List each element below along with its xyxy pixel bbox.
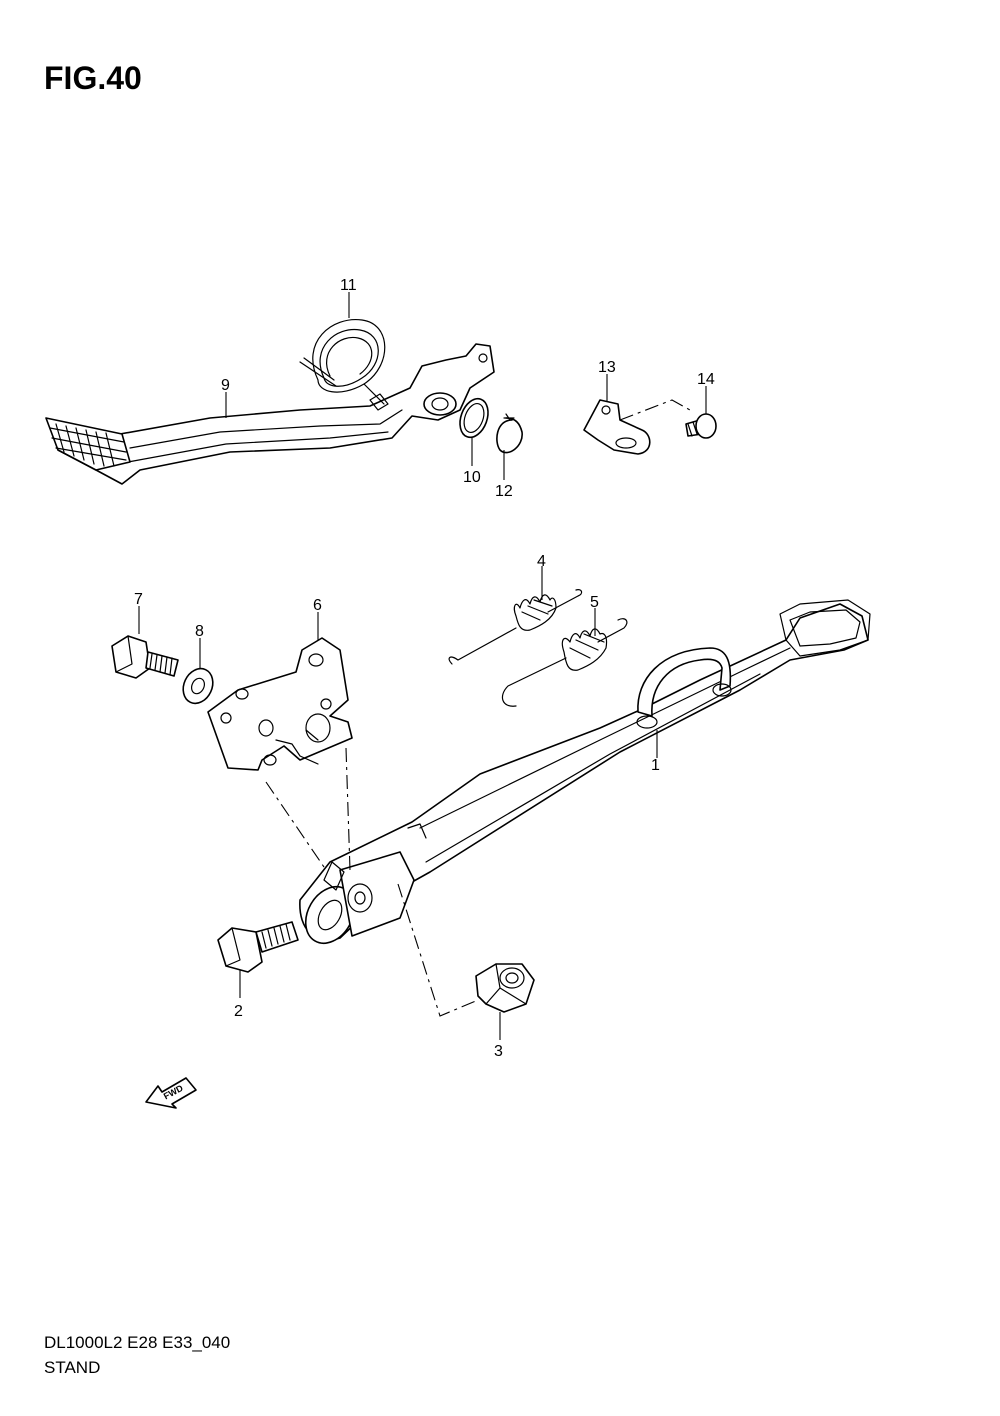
bolt-7-part bbox=[111, 635, 179, 679]
washer-8-part bbox=[182, 667, 214, 705]
callout-11: 11 bbox=[340, 277, 357, 294]
callout-6: 6 bbox=[313, 597, 322, 614]
pedal-tread-grip bbox=[45, 417, 131, 471]
callout-12: 12 bbox=[495, 483, 513, 500]
brake-pedal-part bbox=[45, 343, 495, 485]
stand-spring-5-part bbox=[501, 618, 628, 707]
callout-5: 5 bbox=[590, 594, 599, 611]
callout-10: 10 bbox=[463, 469, 481, 486]
screw-14-part bbox=[685, 413, 717, 439]
section-name: STAND bbox=[44, 1358, 101, 1377]
callout-2: 2 bbox=[234, 1003, 243, 1020]
callout-9: 9 bbox=[221, 377, 230, 394]
stand-bracket-part bbox=[207, 637, 353, 771]
callout-numbers: 1 2 3 4 5 6 7 8 9 10 11 12 13 14 bbox=[134, 277, 715, 1060]
nut-part bbox=[475, 963, 535, 1013]
figure-title: FIG.40 bbox=[44, 60, 142, 96]
stand-spring-4-part bbox=[448, 589, 583, 665]
side-stand-part bbox=[299, 599, 871, 945]
callout-1: 1 bbox=[651, 757, 660, 774]
callout-8: 8 bbox=[195, 623, 204, 640]
callout-7: 7 bbox=[134, 591, 143, 608]
model-code: DL1000L2 E28 E33_040 bbox=[44, 1333, 231, 1352]
snap-ring-part bbox=[496, 413, 523, 454]
callout-13: 13 bbox=[598, 359, 616, 376]
leader-lines bbox=[138, 292, 707, 1040]
pedal-return-spring-part bbox=[299, 319, 386, 405]
callout-4: 4 bbox=[537, 553, 546, 570]
assembly-lines bbox=[265, 747, 479, 1017]
forward-arrow-icon: FWD bbox=[145, 1077, 197, 1109]
washer-10-part bbox=[459, 397, 489, 439]
callout-3: 3 bbox=[494, 1043, 503, 1060]
pivot-bolt-part bbox=[217, 921, 299, 973]
bracket-13-part bbox=[583, 399, 651, 455]
callout-14: 14 bbox=[697, 371, 715, 388]
